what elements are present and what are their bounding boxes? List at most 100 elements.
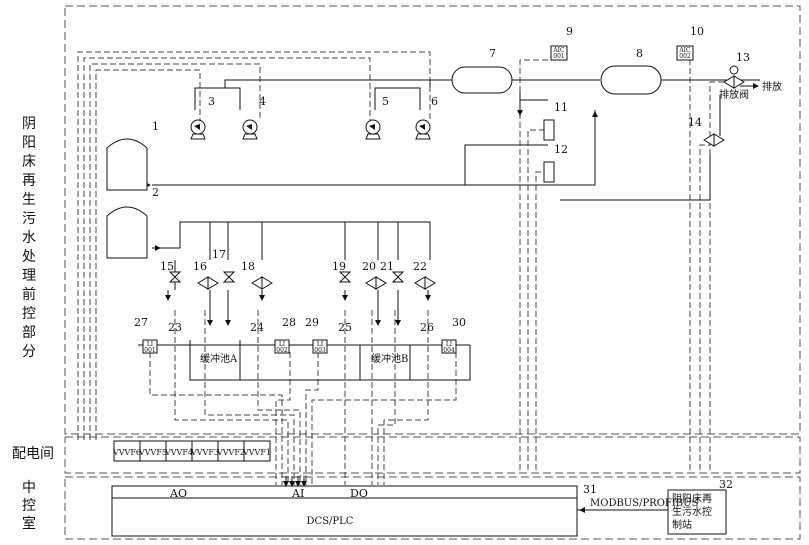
svg-text:LI: LI (147, 341, 154, 348)
label-8: 8 (636, 47, 643, 60)
side-label-pretreatment-char: 分 (22, 344, 36, 360)
buffer-tank-a-outline (189, 344, 241, 381)
label-21: 21 (380, 260, 394, 273)
control-room-region (64, 476, 801, 540)
label-26: 26 (420, 321, 434, 334)
label-25: 25 (338, 321, 352, 334)
vvvf-label: VVVF3 (190, 448, 219, 457)
side-label-pretreatment-char: 阴 (22, 116, 36, 132)
process-pipes (138, 79, 760, 381)
label-12: 12 (554, 143, 568, 156)
bus-label: MODBUS/PROFIBUS (590, 498, 699, 509)
side-label-pretreatment-char: 污 (22, 211, 36, 227)
discharge-outlet-label: 排放 (762, 80, 782, 93)
label-15: 15 (160, 260, 174, 273)
control-station-line-1: 阴阳床再 (672, 492, 712, 505)
side-label-pretreatment-char: 部 (22, 325, 36, 341)
label-6: 6 (431, 95, 438, 108)
meter-12 (543, 161, 555, 183)
tank-7 (451, 66, 513, 94)
vvvf-label: VVVF4 (164, 448, 193, 457)
side-label-pretreatment-char: 床 (22, 154, 36, 170)
vvvf-label: VVVF2 (216, 448, 245, 457)
label-23: 23 (168, 321, 182, 334)
control-station-box (667, 489, 727, 535)
label-32: 32 (719, 478, 733, 491)
pump-5 (365, 119, 381, 140)
valves (168, 75, 745, 290)
buffer-tank-b-label: 缓冲池B (371, 352, 408, 365)
instrument-li-1: LI 001 (142, 339, 158, 354)
side-label-control-room-char: 中 (22, 480, 36, 496)
instrument-aic-2: AIC 002 (676, 45, 694, 61)
dcs-plc-box (111, 485, 578, 537)
dcs-ai-label: AI (291, 487, 304, 500)
label-31: 31 (583, 483, 597, 496)
discharge-valve-label: 排放阀 (719, 88, 749, 101)
label-14: 14 (688, 116, 702, 129)
instrument-li-4: LI 004 (441, 339, 457, 354)
label-11: 11 (554, 101, 568, 114)
control-station-line-2: 生污水控 (672, 505, 712, 518)
side-label-pretreatment-char: 阳 (22, 135, 36, 151)
svg-text:001: 001 (144, 347, 155, 354)
vvvf-label: VVVF5 (138, 448, 167, 457)
tank-1 (106, 138, 148, 191)
tank-2 (106, 206, 148, 259)
side-label-control-room-char: 控 (22, 498, 36, 514)
label-3: 3 (208, 95, 215, 108)
label-16: 16 (193, 260, 207, 273)
svg-text:LI: LI (446, 341, 453, 348)
label-28: 28 (282, 316, 296, 329)
signal-lines (77, 51, 732, 485)
vvvf-label: VVVF1 (242, 448, 271, 457)
dcs-plc-label: DCS/PLC (307, 516, 354, 527)
label-2: 2 (152, 186, 159, 199)
svg-text:003: 003 (314, 347, 326, 354)
svg-text:LI: LI (317, 341, 324, 348)
side-label-pretreatment-char: 水 (22, 230, 36, 246)
svg-text:002: 002 (679, 53, 691, 60)
label-7: 7 (489, 47, 496, 60)
side-label-pretreatment-char: 生 (22, 192, 36, 208)
label-27: 27 (134, 316, 148, 329)
meter-11 (543, 119, 555, 141)
label-1: 1 (152, 120, 159, 133)
control-station-line-3: 制站 (672, 518, 692, 531)
side-label-distribution-room: 配电间 (12, 446, 54, 462)
label-19: 19 (332, 260, 346, 273)
side-label-pretreatment-char: 处 (22, 249, 36, 265)
label-4: 4 (259, 95, 266, 108)
svg-text:AIC: AIC (552, 47, 565, 54)
side-label-control-room: 中控室 (22, 480, 36, 532)
svg-text:LI: LI (279, 341, 286, 348)
instrument-li-2: LI 002 (274, 339, 290, 354)
side-label-pretreatment-char: 控 (22, 306, 36, 322)
svg-text:001: 001 (553, 53, 564, 60)
buffer-tank-a-label: 缓冲池A (200, 352, 238, 365)
dcs-do-label: DO (350, 487, 368, 500)
svg-text:AIC: AIC (678, 47, 691, 54)
label-29: 29 (305, 316, 319, 329)
label-22: 22 (413, 260, 427, 273)
side-label-control-room-char: 室 (22, 515, 36, 532)
label-18: 18 (241, 260, 255, 273)
dcs-ao-label: AO (169, 487, 187, 500)
label-5: 5 (382, 95, 389, 108)
label-13: 13 (736, 51, 750, 64)
vvvf-label: VVVF6 (112, 448, 141, 457)
pretreatment-region (64, 5, 801, 435)
pump-4 (242, 119, 258, 140)
label-9: 9 (566, 25, 573, 38)
side-label-pretreatment-char: 再 (22, 173, 36, 189)
tank-8 (600, 65, 662, 95)
label-17: 17 (212, 248, 226, 261)
buffer-tank-b-outline (359, 344, 411, 381)
pump-6 (415, 119, 431, 140)
side-label-pretreatment-char: 理 (22, 268, 36, 284)
side-label-pretreatment-char: 前 (22, 286, 36, 303)
svg-text:004: 004 (443, 347, 455, 354)
